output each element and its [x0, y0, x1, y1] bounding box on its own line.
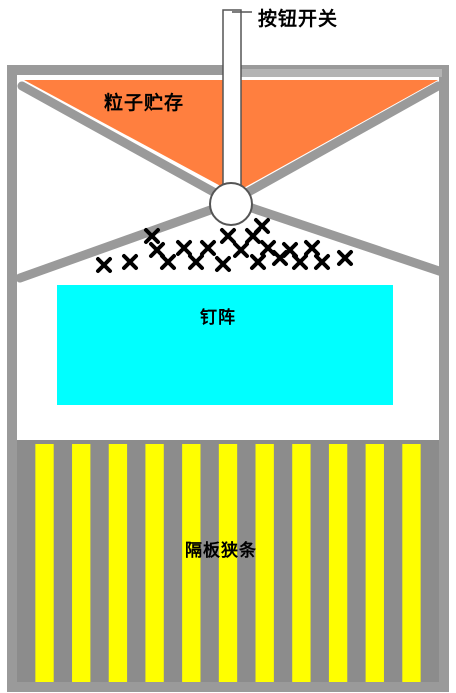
- partition-divider: [383, 442, 403, 682]
- particle: [250, 254, 266, 270]
- particle: [215, 256, 231, 272]
- particle: [188, 254, 204, 270]
- partition-slot: [145, 442, 165, 682]
- partition-divider: [237, 442, 257, 682]
- funnel-bar-upper-left: [17, 81, 233, 205]
- partition-slot: [255, 442, 275, 682]
- partition-slot: [218, 442, 238, 682]
- partition-strips-group: [17, 440, 440, 682]
- partition-divider: [90, 442, 110, 682]
- partition-slot: [182, 442, 201, 682]
- partition-divider: [127, 442, 146, 682]
- partition-divider: [310, 442, 330, 682]
- partition-divider: [53, 442, 73, 682]
- button-switch-rod: [222, 9, 242, 191]
- button-switch-label: 按钮开关: [258, 8, 339, 30]
- valve-ball: [209, 182, 253, 226]
- partition-divider: [163, 442, 183, 682]
- partition-slot: [402, 442, 422, 682]
- particle: [144, 228, 160, 244]
- particle: [304, 240, 320, 256]
- particle: [233, 242, 249, 258]
- partition-strips-label: 隔板狭条: [185, 541, 257, 561]
- particle-storage-label: 粒子贮存: [104, 92, 185, 114]
- funnel-bar-lower-left: [15, 203, 221, 283]
- partition-slot: [35, 442, 55, 682]
- particles-group: [96, 218, 353, 273]
- partition-slot: [365, 442, 385, 682]
- storage-left-triangle: [24, 80, 228, 190]
- partition-divider: [347, 442, 367, 682]
- particle: [220, 228, 236, 244]
- particle: [149, 242, 165, 258]
- particle: [160, 254, 176, 270]
- storage-right-triangle: [240, 80, 438, 190]
- partition-divider: [273, 442, 293, 682]
- particle: [337, 250, 353, 266]
- particle: [96, 257, 112, 273]
- partition-slot: [328, 442, 348, 682]
- funnel-bar-upper-right: [229, 81, 443, 205]
- nail-array-label: 钉阵: [200, 308, 236, 328]
- funnel-bar-lower-right: [241, 201, 447, 277]
- particle: [314, 254, 330, 270]
- particle: [254, 218, 270, 234]
- partition-divider: [17, 442, 36, 682]
- nail-array-box: [57, 285, 393, 405]
- particle: [292, 254, 308, 270]
- partition-slot: [108, 442, 128, 682]
- partition-slot: [292, 442, 312, 682]
- particle: [122, 254, 138, 270]
- partition-divider: [420, 442, 440, 682]
- partition-divider: [200, 442, 220, 682]
- particle: [176, 240, 192, 256]
- particle: [200, 240, 216, 256]
- partition-slot: [72, 442, 91, 682]
